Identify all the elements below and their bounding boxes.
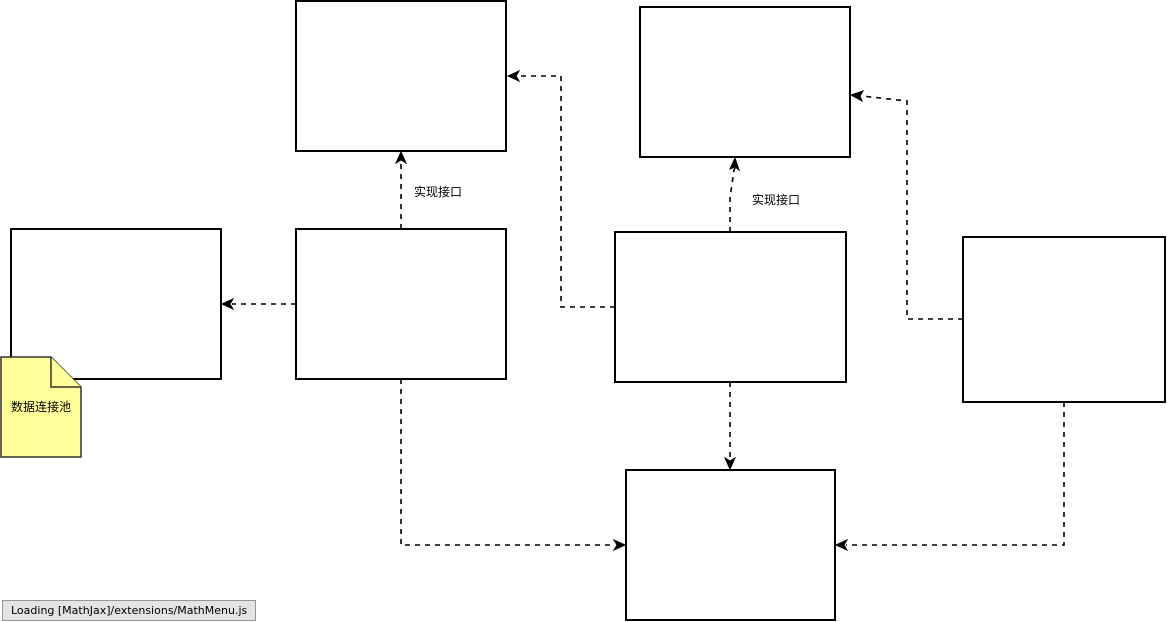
box-center-right[interactable]	[614, 231, 847, 383]
note-fold-corner	[50, 357, 81, 388]
arrowhead-bottom-top	[723, 456, 737, 471]
arrowhead-bottom-left	[612, 538, 627, 552]
box-left[interactable]	[10, 228, 222, 380]
box-right[interactable]	[962, 236, 1166, 403]
connector-center-right-to-top-right	[729, 167, 736, 232]
status-text: Loading [MathJax]/extensions/MathMenu.js	[11, 604, 248, 617]
edge-label-implements-left: 实现接口	[414, 184, 462, 199]
box-top-right-interface[interactable]	[639, 6, 851, 158]
connector-center-right-to-top-left	[518, 75, 615, 308]
arrowhead-top-left-side	[506, 69, 521, 83]
connector-right-to-top-right	[861, 95, 963, 320]
arrowhead-top-right	[729, 156, 740, 172]
connector-center-left-to-bottom	[400, 379, 615, 546]
box-bottom[interactable]	[625, 469, 836, 621]
connector-right-to-bottom	[846, 402, 1065, 546]
arrowhead-bottom-right	[834, 538, 849, 552]
arrowhead-top-left	[394, 150, 408, 165]
box-center-left[interactable]	[295, 228, 507, 380]
note-connection-pool[interactable]: 数据连接池	[0, 356, 82, 458]
edge-label-implements-right: 实现接口	[752, 192, 800, 207]
note-label: 数据连接池	[11, 399, 71, 414]
box-top-left-interface[interactable]	[295, 0, 507, 152]
mathjax-status-bar: Loading [MathJax]/extensions/MathMenu.js	[2, 600, 257, 621]
arrowhead-left	[220, 297, 235, 311]
arrowhead-top-right-side	[849, 90, 865, 103]
